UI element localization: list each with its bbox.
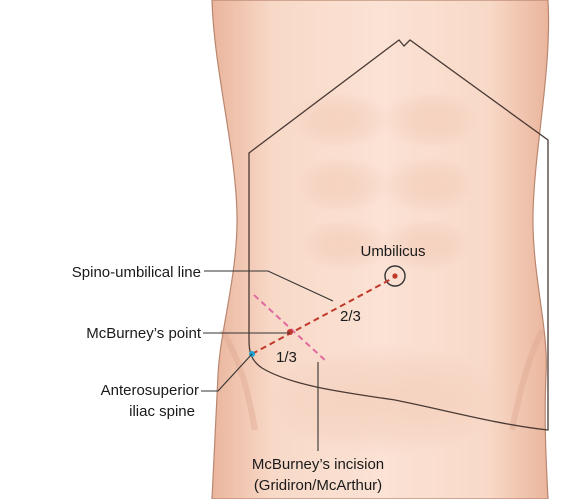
asis-label-line2: iliac spine	[129, 403, 195, 420]
two-thirds-label: 2/3	[340, 308, 361, 325]
spino-umbilical-line-label: Spino-umbilical line	[72, 264, 201, 281]
asis-label-line1: Anterosuperior	[101, 382, 199, 399]
mcburney-point-marker	[287, 329, 293, 335]
umbilicus-label: Umbilicus	[360, 243, 425, 260]
incision-label-line2: (Gridiron/McArthur)	[254, 477, 382, 494]
one-third-label: 1/3	[276, 349, 297, 366]
mcburney-point-label: McBurney’s point	[86, 325, 202, 342]
incision-label-line1: McBurney’s incision	[252, 456, 384, 473]
